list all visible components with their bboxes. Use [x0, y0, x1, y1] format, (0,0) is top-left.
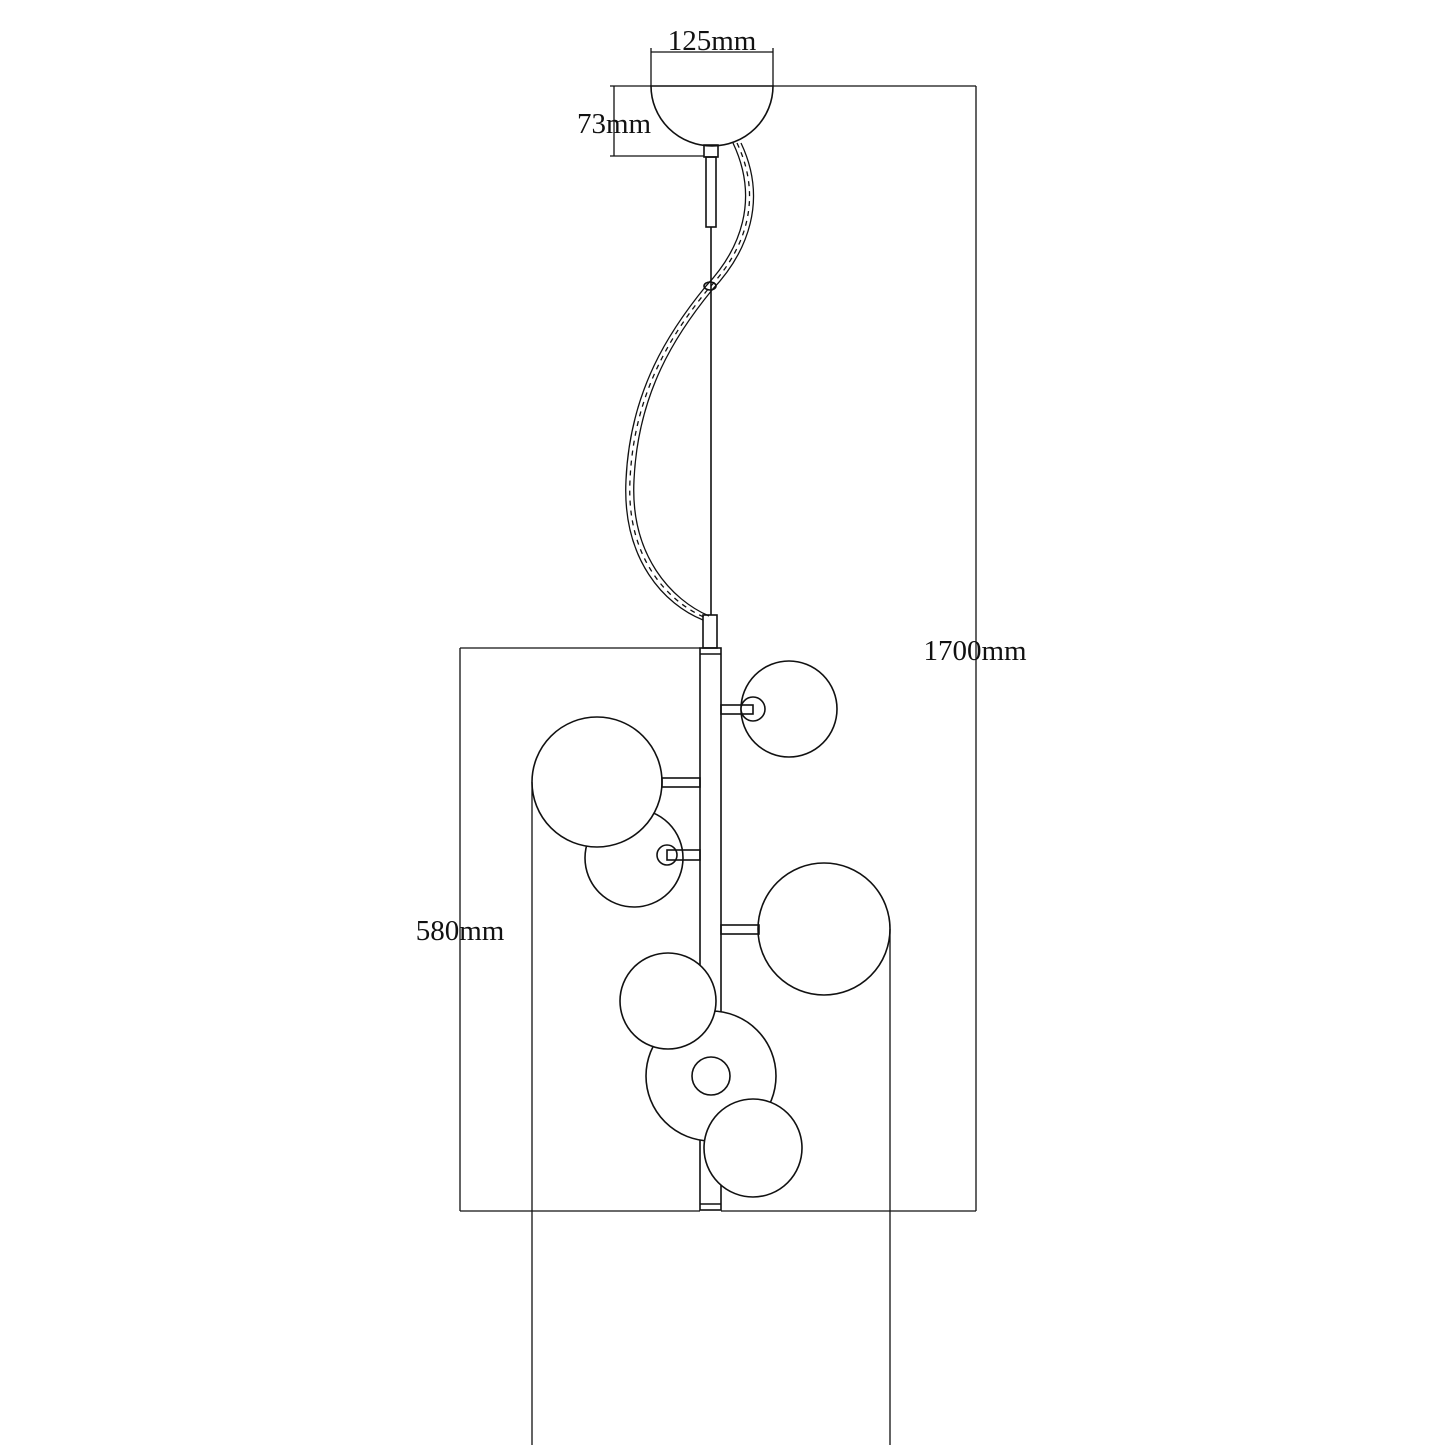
dimension-lines: [459, 48, 977, 1445]
total-height-label: 1700mm: [923, 635, 1027, 667]
canopy-width-label: 125mm: [668, 25, 757, 57]
globe-back-right-socket: [691, 1056, 731, 1096]
fixture-height-label: 580mm: [416, 915, 505, 947]
globe-center-right: [757, 862, 891, 996]
canopy-height-label: 73mm: [577, 108, 652, 140]
suspension-rod: [703, 227, 717, 615]
globe-top-left: [531, 716, 663, 848]
globe-center-left: [619, 952, 717, 1050]
globes: [531, 660, 891, 1198]
twisted-cable: [625, 142, 755, 621]
globe-bottom: [703, 1098, 803, 1198]
